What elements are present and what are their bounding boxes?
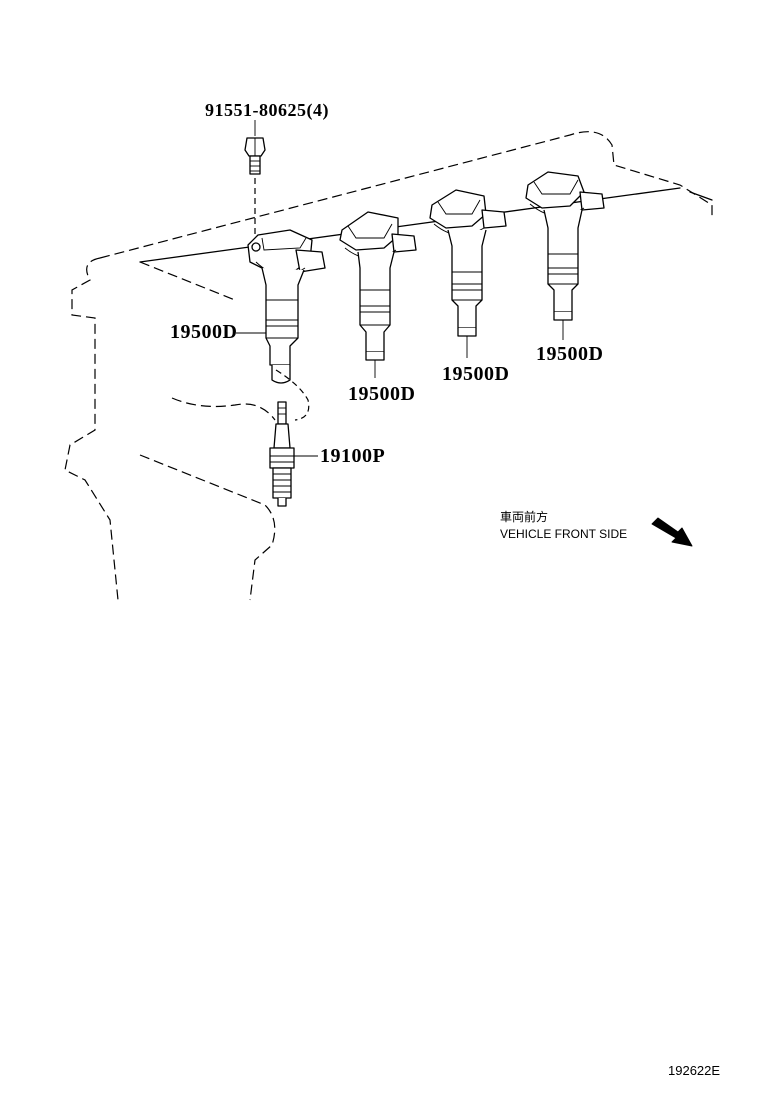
diagram-reference-number: 192622E — [668, 1063, 720, 1078]
ignition-coil-2 — [339, 211, 417, 378]
coil-1-part-label: 19500D — [170, 321, 237, 343]
coil-2-part-label: 19500D — [348, 383, 415, 405]
coil-3-part-label: 19500D — [442, 363, 509, 385]
spark-plug-part-label: 19100P — [320, 445, 385, 467]
arrow-down-right-icon — [651, 517, 693, 547]
vehicle-front-note-japanese: 車両前方 — [500, 509, 548, 524]
spark-plug-icon — [269, 369, 310, 507]
bolt-part-label: 91551-80625(4) — [205, 100, 329, 121]
ignition-coil-1 — [247, 229, 326, 384]
bolt-icon — [244, 137, 266, 240]
vehicle-front-note-english: VEHICLE FRONT SIDE — [500, 527, 627, 541]
ignition-coil-4 — [525, 171, 605, 340]
coil-4-part-label: 19500D — [536, 343, 603, 365]
ignition-coil-3 — [429, 189, 507, 358]
